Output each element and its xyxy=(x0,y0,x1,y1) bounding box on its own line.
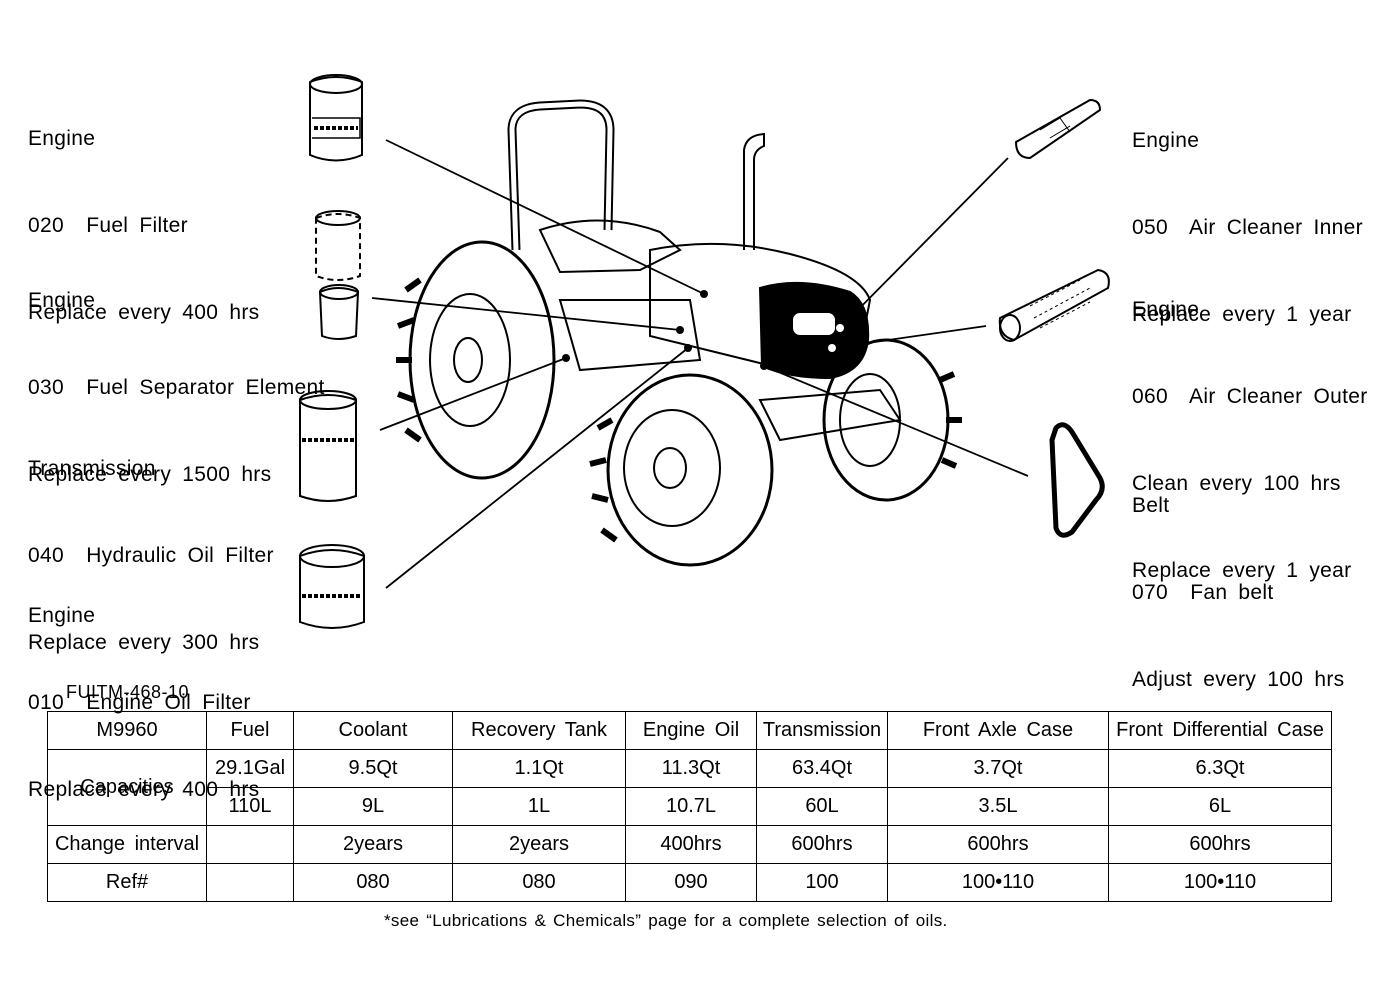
column-header: Recovery Tank xyxy=(452,711,626,750)
table-cell: 1.1Qt xyxy=(452,749,626,788)
air-cleaner-outer-part xyxy=(998,268,1110,342)
rops-frame xyxy=(507,99,615,251)
table-cell: 080 xyxy=(452,863,626,902)
callout-part: 050 Air Cleaner Inner xyxy=(1132,216,1363,239)
column-header: Engine Oil xyxy=(625,711,757,750)
row-label: Ref# xyxy=(47,863,207,902)
callout-action: Replace every 400 hrs xyxy=(28,301,260,324)
callout-system: Engine xyxy=(1132,129,1200,152)
table-cell: 600hrs xyxy=(756,825,888,864)
table-header-row: M9960 Fuel Coolant Recovery Tank Engine … xyxy=(47,711,1332,750)
table-cell: 6.3Qt xyxy=(1108,749,1332,788)
callout-system: Engine xyxy=(28,289,96,312)
table-cell: 10.7L xyxy=(625,787,757,826)
front-left-tire xyxy=(606,373,774,567)
fuel-separator-part xyxy=(315,210,361,340)
footnote: *see “Lubrications & Chemicals” page for… xyxy=(384,911,948,930)
air-cleaner-inner-part xyxy=(1014,98,1102,160)
table-row: Ref# 080 080 090 100 100•110 100•110 xyxy=(47,863,1332,902)
callout-fuel-filter: Engine 020 Fuel Filter Replace every 400… xyxy=(28,66,259,356)
hydraulic-filter-part xyxy=(299,390,357,502)
table-cell: 3.7Qt xyxy=(887,749,1109,788)
callout-part: 070 Fan belt xyxy=(1132,581,1274,604)
table-cell xyxy=(206,825,294,864)
table-cell: 100•110 xyxy=(887,863,1109,902)
model-cell: M9960 xyxy=(47,711,207,750)
column-header: Transmission xyxy=(756,711,888,750)
callout-system: Engine xyxy=(28,127,96,150)
callout-action: Replace every 300 hrs xyxy=(28,631,260,654)
table-cell: 1L xyxy=(452,787,626,826)
callout-air-cleaner-inner: Engine 050 Air Cleaner Inner Replace eve… xyxy=(1132,68,1363,358)
table-cell: 600hrs xyxy=(887,825,1109,864)
callout-system: Engine xyxy=(1132,298,1200,321)
table-cell: 6L xyxy=(1108,787,1332,826)
callout-air-cleaner-outer: Engine 060 Air Cleaner Outer Clean every… xyxy=(1132,237,1368,614)
callout-action-2: Replace every 1 year xyxy=(1132,559,1352,582)
figure-code: FUITM-468-10 xyxy=(66,682,190,702)
table-cell: 9.5Qt xyxy=(293,749,453,788)
table-cell: 11.3Qt xyxy=(625,749,757,788)
column-header: Coolant xyxy=(293,711,453,750)
leader-lines xyxy=(371,139,1029,589)
table-cell: 600hrs xyxy=(1108,825,1332,864)
callout-part: 010 Engine Oil Filter xyxy=(28,691,251,714)
table-row: 110L 9L 1L 10.7L 60L 3.5L 6L xyxy=(48,787,1332,826)
table-cell: 400hrs xyxy=(625,825,757,864)
column-header: Fuel xyxy=(206,711,294,750)
column-header: Front Differential Case xyxy=(1108,711,1332,750)
front-right-tire xyxy=(822,338,950,502)
table-row: Capacities 29.1Gal 9.5Qt 1.1Qt 11.3Qt 63… xyxy=(47,749,1332,826)
callout-part: 060 Air Cleaner Outer xyxy=(1132,385,1368,408)
exhaust-stack xyxy=(743,132,765,250)
callout-action: Clean every 100 hrs xyxy=(1132,472,1341,495)
table-cell: 100•110 xyxy=(1108,863,1332,902)
table-cell: 2years xyxy=(452,825,626,864)
callout-fuel-separator: Engine 030 Fuel Separator Element Replac… xyxy=(28,228,325,518)
callout-hydraulic-filter: Transmission 040 Hydraulic Oil Filter Re… xyxy=(28,396,274,686)
table-cell: 29.1Gal xyxy=(206,749,294,788)
table-cell: 110L xyxy=(206,787,294,826)
row-label: Capacities xyxy=(47,749,207,826)
table-cell: 3.5L xyxy=(887,787,1109,826)
callout-system: Engine xyxy=(28,604,96,627)
oil-filter-part xyxy=(299,544,365,629)
table-cell: 60L xyxy=(756,787,888,826)
callout-part: 030 Fuel Separator Element xyxy=(28,376,325,399)
callout-part: 040 Hydraulic Oil Filter xyxy=(28,544,274,567)
fuel-filter-part xyxy=(309,74,363,162)
column-header: Front Axle Case xyxy=(887,711,1109,750)
callout-part: 020 Fuel Filter xyxy=(28,214,188,237)
table-cell: 090 xyxy=(625,863,757,902)
fan-belt-part xyxy=(1049,422,1105,538)
callout-fan-belt: Belt 070 Fan belt Adjust every 100 hrs xyxy=(1132,433,1344,723)
capacity-table: M9960 Fuel Coolant Recovery Tank Engine … xyxy=(47,711,1332,902)
table-cell: 080 xyxy=(293,863,453,902)
table-cell: 9L xyxy=(293,787,453,826)
callout-action: Replace every 1 year xyxy=(1132,303,1352,326)
callout-action: Replace every 1500 hrs xyxy=(28,463,272,486)
callout-system: Transmission xyxy=(28,457,156,480)
table-cell: 100 xyxy=(756,863,888,902)
callout-system: Belt xyxy=(1132,494,1170,517)
callout-action: Adjust every 100 hrs xyxy=(1132,668,1345,691)
table-cell: 2years xyxy=(293,825,453,864)
table-cell xyxy=(206,863,294,902)
table-cell: 63.4Qt xyxy=(756,749,888,788)
row-label: Change interval xyxy=(47,825,207,864)
table-row: Change interval 2years 2years 400hrs 600… xyxy=(47,825,1332,864)
